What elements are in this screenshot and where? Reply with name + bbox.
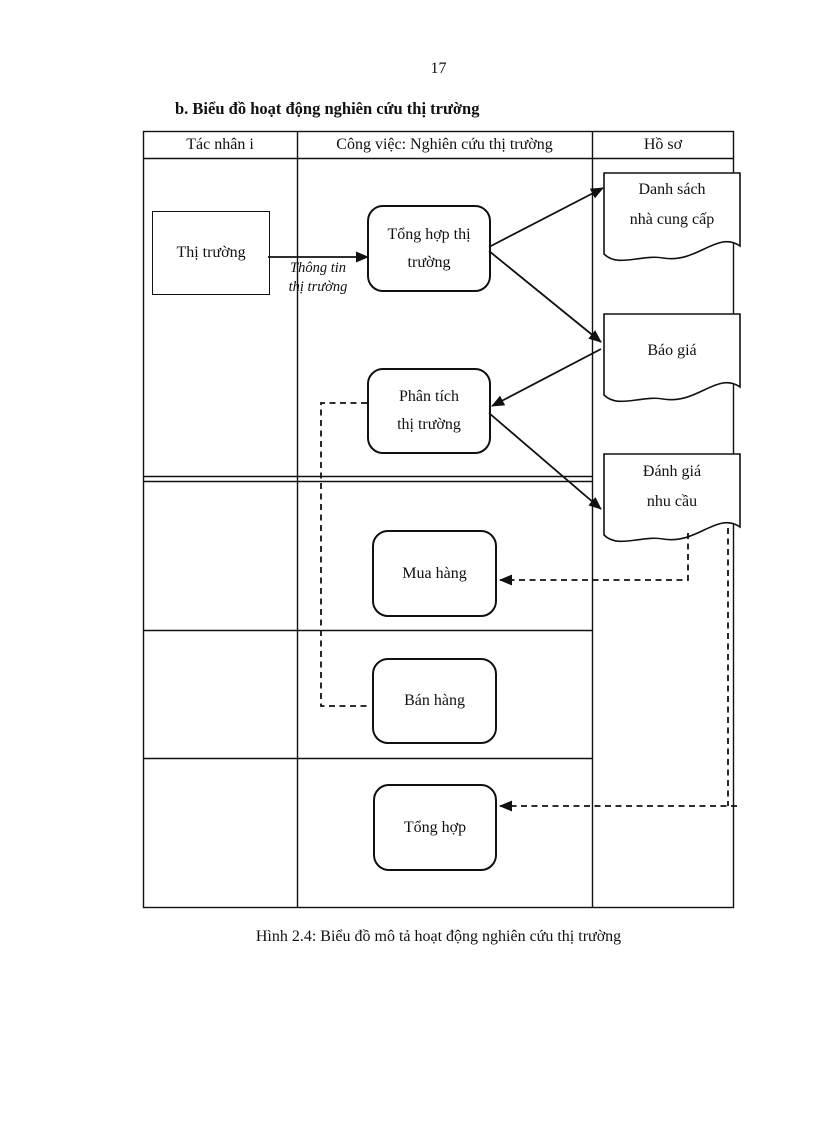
activity-tong-hop-thi-truong: Tổng hợp thị trường	[367, 205, 491, 292]
document-label-danh-sach-nha-cung-cap: Danh sách nhà cung cấp	[603, 175, 741, 235]
page-number: 17	[430, 60, 447, 77]
activity-phan-tich-thi-truong: Phân tích thị trường	[367, 368, 491, 454]
document-label-line: Danh sách	[638, 181, 706, 198]
table-header-actor: Tác nhân i	[186, 135, 254, 153]
section-heading: b. Biểu đồ hoạt động nghiên cứu thị trườ…	[175, 99, 480, 118]
document-label-bao-gia: Báo giá	[603, 336, 741, 366]
activity-label-line: Mua hàng	[402, 564, 467, 582]
flow-label-line: thị trường	[288, 279, 348, 295]
arrow-tong-hop-to-danh-sach	[488, 187, 604, 248]
activity-label-line: Bán hàng	[404, 692, 465, 709]
arrow-phan-tich-to-danh-gia	[488, 412, 602, 510]
arrow-tong-hop-to-bao-gia	[488, 250, 602, 343]
document-label-line: Đánh giá	[642, 463, 702, 480]
flow-label-thong-tin-thi-truong: Thông tin thị trường	[279, 259, 357, 297]
figure-caption: Hình 2.4: Biểu đồ mô tả hoạt động nghiên…	[255, 928, 622, 945]
activity-tong-hop: Tổng hợp	[373, 784, 497, 871]
actor-box-thi-truong: Thị trường	[152, 211, 270, 295]
connector-phan-tich-to-ban-hang	[320, 402, 371, 707]
actor-label: Thị trường	[176, 244, 246, 261]
table-header-records: Hồ sơ	[643, 135, 683, 153]
activity-ban-hang: Bán hàng	[372, 658, 497, 744]
table-header-task: Công việc: Nghiên cứu thị trường	[336, 135, 553, 153]
document-label-line: Báo giá	[647, 342, 697, 359]
document-label-line: nhà cung cấp	[629, 211, 715, 228]
arrow-bao-gia-to-phan-tich	[491, 348, 602, 407]
activity-label-line: thị trường	[397, 416, 461, 433]
activity-mua-hang: Mua hàng	[372, 530, 497, 617]
activity-label-line: Phân tích	[399, 388, 459, 405]
flow-label-line: Thông tin	[290, 260, 346, 276]
connector-danh-gia-to-mua-hang	[499, 533, 689, 586]
document-label-danh-gia-nhu-cau: Đánh giá nhu cầu	[603, 457, 741, 517]
activity-label-line: Tổng hợp thị	[387, 225, 471, 243]
document-label-line: nhu cầu	[646, 493, 698, 510]
activity-label-line: Tổng hợp	[403, 818, 467, 836]
activity-label-line: trường	[407, 253, 451, 271]
